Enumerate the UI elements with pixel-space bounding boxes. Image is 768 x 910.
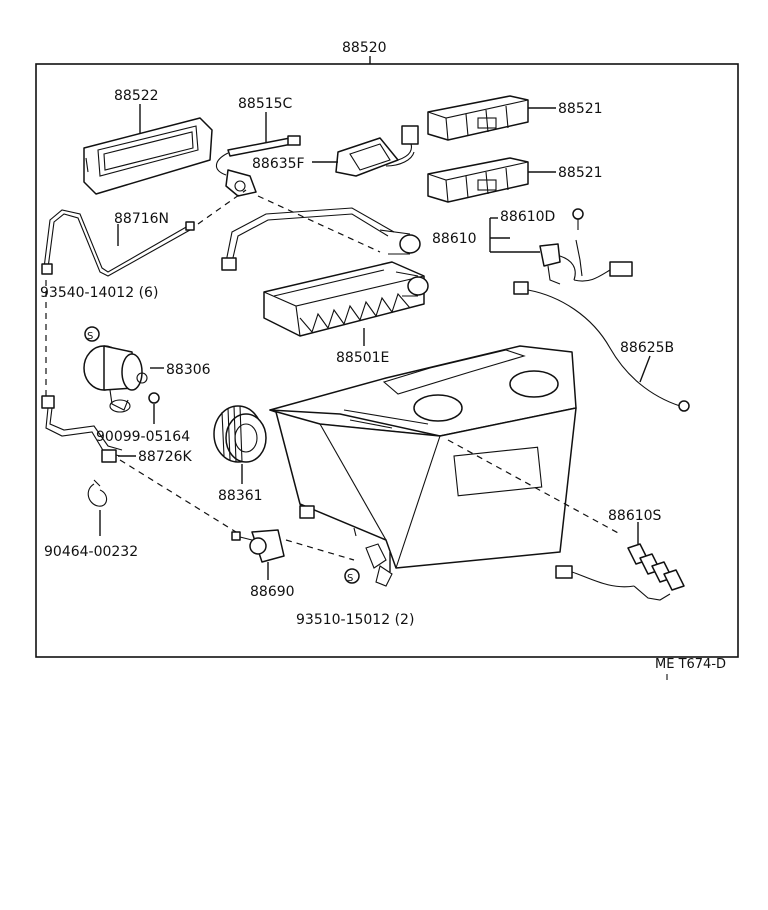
switch-panel-88521-top	[427, 95, 529, 141]
label-88501E: 88501E	[336, 350, 389, 366]
faceplate-88522	[83, 117, 213, 195]
label-88361: 88361	[218, 488, 263, 504]
label-88610D: 88610D	[500, 209, 555, 225]
connector-88635F	[335, 125, 419, 177]
label-88625B: 88625B	[620, 340, 674, 356]
clamp-90464	[87, 479, 108, 507]
main-housing	[269, 345, 577, 569]
blower-88361	[213, 405, 267, 463]
reference-code: ME T674-D	[655, 657, 726, 672]
evaporator-88501E	[263, 261, 425, 337]
seal-symbol-1	[84, 326, 100, 342]
assembly-frame	[35, 63, 739, 658]
thermistor-88515C	[215, 135, 301, 197]
label-93540: 93540-14012 (6)	[40, 285, 158, 301]
label-88690: 88690	[250, 584, 295, 600]
wire-88625B	[513, 281, 690, 412]
assembly-number-label: 88520	[342, 40, 387, 56]
tube-88716N	[41, 209, 195, 277]
actuator-88690	[231, 529, 285, 563]
label-90464: 90464-00232	[44, 544, 138, 560]
fastener-90099	[148, 392, 160, 404]
evaporator-pipes	[221, 207, 429, 297]
harness-88610S	[555, 543, 685, 601]
label-88635F: 88635F	[252, 156, 305, 172]
label-93510: 93510-15012 (2)	[296, 612, 414, 628]
bulb-88610D	[572, 208, 584, 230]
hose-88726K	[41, 395, 123, 463]
switch-panel-88521-bottom	[427, 157, 529, 203]
seal-symbol-text-1: S	[87, 331, 93, 342]
label-88522: 88522	[114, 88, 159, 104]
seal-symbol-2	[344, 568, 360, 584]
label-88515C: 88515C	[238, 96, 293, 112]
motor-88306	[83, 345, 148, 413]
label-88726K: 88726K	[138, 449, 193, 465]
label-88521-top: 88521	[558, 101, 603, 117]
label-90099: 90099-05164	[96, 429, 190, 445]
label-88610S: 88610S	[608, 508, 662, 524]
label-88716N: 88716N	[114, 211, 169, 227]
label-88306: 88306	[166, 362, 211, 378]
label-88610: 88610	[432, 231, 477, 247]
seal-symbol-text-2: S	[347, 573, 353, 584]
label-88521-bottom: 88521	[558, 165, 603, 181]
socket-88610	[539, 239, 633, 285]
